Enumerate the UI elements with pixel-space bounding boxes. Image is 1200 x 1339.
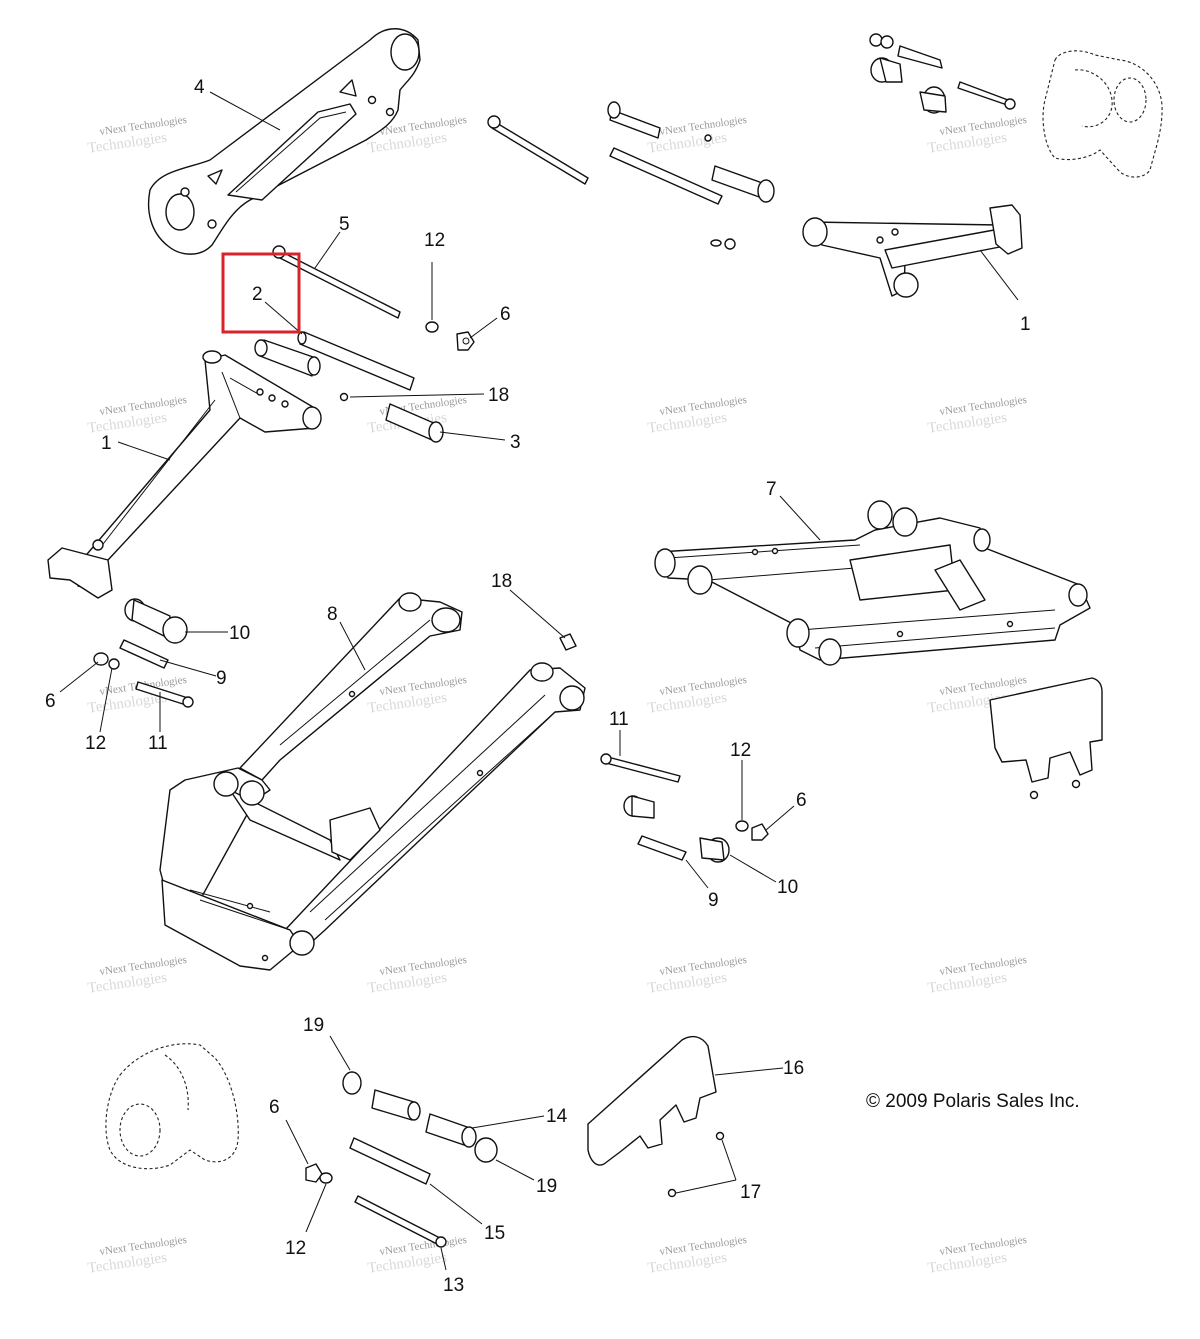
callout-2: 2 <box>252 284 263 305</box>
knuckle-top-right <box>1042 50 1163 178</box>
callout-17: 17 <box>740 1182 761 1203</box>
part-plate-right <box>989 677 1103 800</box>
callout-9: 9 <box>708 890 719 911</box>
callout-14: 14 <box>546 1106 568 1127</box>
leader-lines <box>59 91 1019 1271</box>
callout-10: 10 <box>229 623 250 644</box>
callout-6: 6 <box>796 790 807 811</box>
top-right-hardware <box>869 33 1016 114</box>
part-16-plate <box>587 1035 725 1198</box>
callouts: 4 5 12 2 6 18 3 1 1 7 8 18 10 9 6 12 11 … <box>45 77 1031 1296</box>
callout-16: 16 <box>783 1058 804 1079</box>
centre-top-hardware <box>487 101 775 250</box>
callout-11: 11 <box>609 709 629 730</box>
copyright-text: © 2009 Polaris Sales Inc. <box>866 1091 1080 1112</box>
callout-12: 12 <box>285 1238 306 1259</box>
callout-18: 18 <box>491 571 512 592</box>
callout-4: 4 <box>194 77 205 98</box>
callout-9: 9 <box>216 668 227 689</box>
callout-12: 12 <box>85 733 106 754</box>
nut-6-top <box>456 331 475 351</box>
callout-18: 18 <box>488 385 509 406</box>
knuckle-bottom-left <box>105 1043 239 1170</box>
callout-15: 15 <box>484 1223 505 1244</box>
bottom-hardware <box>305 1071 498 1248</box>
fitting-18-middle <box>559 633 577 651</box>
callout-3: 3 <box>510 432 521 453</box>
right-middle-hardware <box>600 753 769 863</box>
callout-1: 1 <box>101 433 112 454</box>
part-3-bushing-set <box>254 339 444 443</box>
callout-6: 6 <box>269 1097 280 1118</box>
callout-7: 7 <box>766 479 777 500</box>
callout-10: 10 <box>777 877 798 898</box>
part-5-long-bolt <box>272 245 401 319</box>
callout-12: 12 <box>424 230 445 251</box>
callout-1: 1 <box>1020 314 1031 335</box>
part-8-swing-arm <box>159 592 586 971</box>
callout-8: 8 <box>327 604 338 625</box>
callout-19: 19 <box>536 1176 557 1197</box>
highlight-box <box>221 252 301 334</box>
washer-12-top <box>425 321 439 333</box>
part-2-pin <box>297 331 415 391</box>
part-1-arm-upper-right <box>802 204 1023 298</box>
part-4-bracket-plate <box>147 28 421 255</box>
left-hardware <box>93 598 194 708</box>
callout-19: 19 <box>303 1015 324 1036</box>
callout-6: 6 <box>500 304 511 325</box>
callout-5: 5 <box>339 214 350 235</box>
part-1-arm-left <box>47 350 322 599</box>
fitting-18-top <box>339 392 349 402</box>
callout-13: 13 <box>443 1275 464 1296</box>
callout-6: 6 <box>45 691 56 712</box>
callout-11: 11 <box>148 733 168 754</box>
part-7-frame <box>654 500 1091 666</box>
callout-12: 12 <box>730 740 751 761</box>
